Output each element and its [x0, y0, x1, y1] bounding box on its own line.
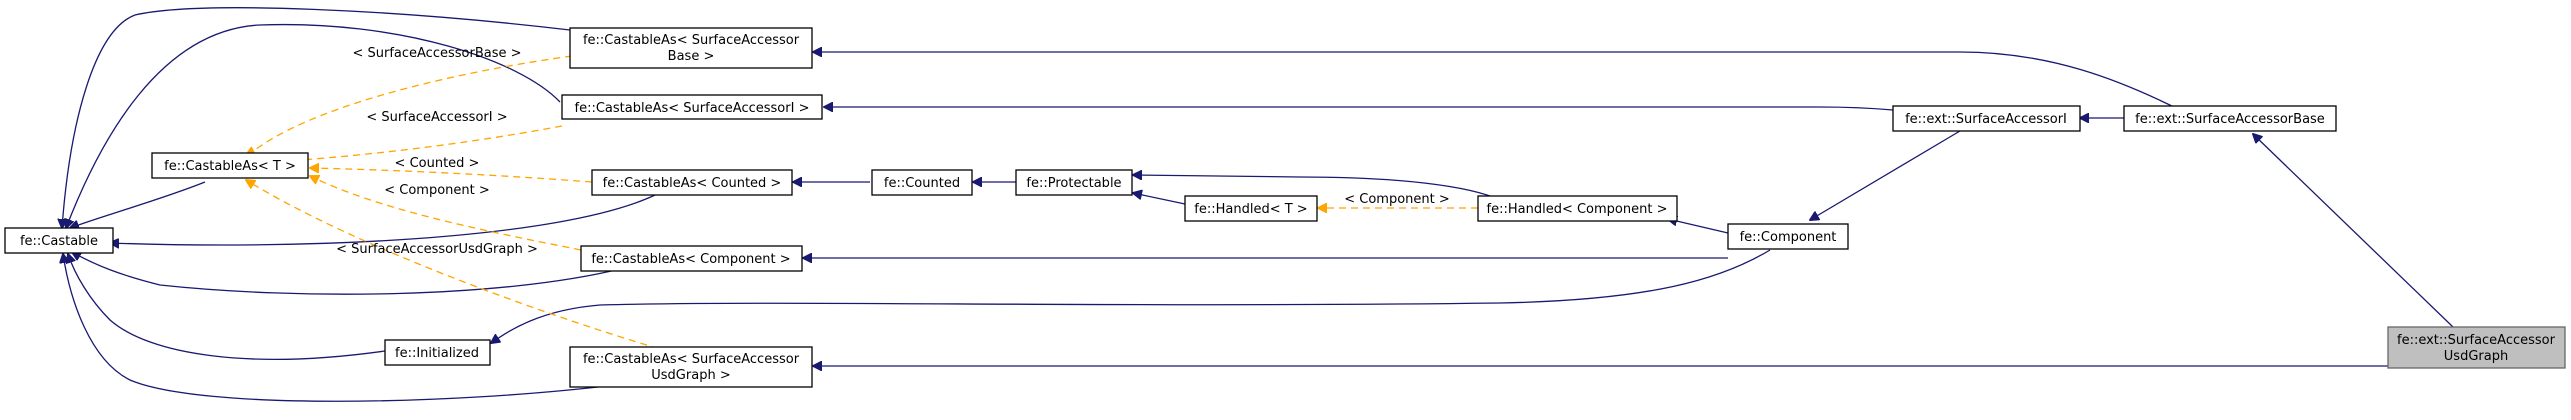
template-edge-sai: [253, 125, 563, 163]
class-node-castableAsSAB[interactable]: fe::CastableAs< SurfaceAccessor Base >: [569, 27, 813, 69]
class-node-label: UsdGraph >: [651, 368, 730, 383]
template-edge-sab: [246, 55, 573, 155]
class-node-label: fe::Handled< Component >: [1487, 202, 1668, 217]
edge-surfaceAccessorI-to-castableAsSAI: [824, 107, 1894, 110]
class-node-label: fe::ext::SurfaceAccessorI: [1905, 112, 2067, 127]
edge-castableAsSAUG-to-castable: [63, 254, 616, 402]
edge-initialized-to-castable: [68, 254, 386, 360]
class-node-label: fe::CastableAs< SurfaceAccessor: [583, 33, 800, 48]
class-node-castableAsT[interactable]: fe::CastableAs< T >: [151, 152, 309, 179]
class-node-label: fe::Handled< T >: [1194, 202, 1307, 217]
class-node-protectable[interactable]: fe::Protectable: [1015, 169, 1133, 196]
class-node-label: Base >: [668, 49, 715, 64]
class-node-castableAsSAUG[interactable]: fe::CastableAs< SurfaceAccessor UsdGraph…: [569, 346, 813, 388]
class-node-surfaceAccessorBase[interactable]: fe::ext::SurfaceAccessorBase: [2123, 105, 2337, 132]
class-node-handledT[interactable]: fe::Handled< T >: [1184, 195, 1318, 222]
class-node-label: fe::Component: [1740, 230, 1837, 245]
class-node-label: fe::Counted: [884, 176, 960, 191]
edge-surfaceAccessorBase-to-castableAsSAB: [813, 52, 2181, 111]
class-node-label: fe::CastableAs< SurfaceAccessorI >: [575, 101, 810, 116]
edge-label-handledComponent: < Component >: [1344, 192, 1450, 207]
class-node-label: fe::CastableAs< SurfaceAccessor: [583, 352, 800, 367]
edge-castableAsCounted-to-castable: [110, 194, 656, 245]
class-node-counted[interactable]: fe::Counted: [871, 169, 973, 196]
edge-component-to-surfaceAccessorI: [1810, 127, 1966, 220]
edge-handledComponent-to-protectable: [1133, 175, 1501, 201]
edge-castableAsT-to-castable: [70, 181, 206, 228]
class-node-castable[interactable]: fe::Castable: [4, 227, 114, 254]
class-node-label: fe::Initialized: [395, 346, 479, 361]
edge-castableAsSAB-to-castable: [62, 7, 571, 228]
class-node-handledComponent[interactable]: fe::Handled< Component >: [1477, 195, 1678, 222]
class-node-label: fe::Protectable: [1026, 176, 1121, 191]
edge-handledT-to-protectable: [1133, 193, 1186, 205]
edge-component-to-initialized: [491, 249, 1771, 343]
template-edge-saug: [246, 180, 671, 353]
edge-label-component: < Component >: [384, 183, 490, 198]
inheritance-edges: [62, 7, 2454, 402]
class-node-castableAsSAI[interactable]: fe::CastableAs< SurfaceAccessorI >: [561, 94, 823, 120]
edge-component-to-handledComponent: [1668, 219, 1729, 234]
class-node-label: UsdGraph: [2444, 349, 2508, 364]
class-node-label: fe::Castable: [20, 234, 98, 249]
edge-label-counted: < Counted >: [395, 156, 480, 171]
edge-castableAsSAI-to-castable: [66, 23, 561, 228]
edge-label-saug: < SurfaceAccessorUsdGraph >: [336, 242, 538, 257]
class-node-surfaceAccessorUsdGraph[interactable]: fe::ext::SurfaceAccessor UsdGraph: [2387, 326, 2566, 369]
class-node-surfaceAccessorI[interactable]: fe::ext::SurfaceAccessorI: [1892, 105, 2081, 132]
class-node-initialized[interactable]: fe::Initialized: [384, 339, 491, 366]
edge-label-sab: < SurfaceAccessorBase >: [352, 46, 521, 61]
edge-castableAsComponent-to-castable: [72, 252, 621, 295]
class-node-castableAsComponent[interactable]: fe::CastableAs< Component >: [580, 245, 803, 272]
class-node-label: fe::CastableAs< Counted >: [603, 176, 782, 191]
template-edges: [246, 55, 1478, 353]
class-node-label: fe::ext::SurfaceAccessor: [2397, 333, 2556, 348]
edge-surfaceAccessorUsdGraph-to-surfaceAccessorBase: [2253, 134, 2454, 328]
class-node-castableAsCounted[interactable]: fe::CastableAs< Counted >: [591, 169, 793, 196]
class-node-label: fe::CastableAs< T >: [164, 159, 296, 174]
edge-label-sai: < SurfaceAccessorI >: [366, 110, 507, 125]
class-node-component[interactable]: fe::Component: [1727, 223, 1849, 250]
edge-labels: < SurfaceAccessorBase > < SurfaceAccesso…: [336, 46, 1450, 257]
template-edge-component: [310, 176, 582, 251]
class-node-label: fe::ext::SurfaceAccessorBase: [2135, 112, 2325, 127]
class-node-label: fe::CastableAs< Component >: [591, 252, 790, 267]
